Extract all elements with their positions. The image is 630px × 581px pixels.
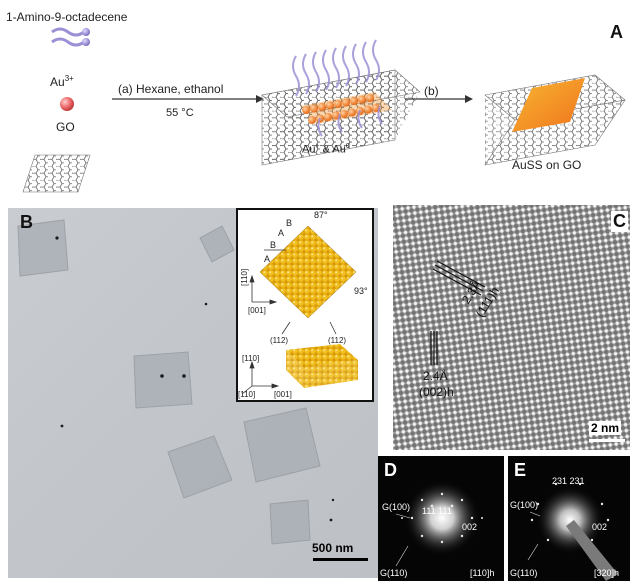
diffraction-pattern-d bbox=[395, 480, 483, 567]
go-sheet-left bbox=[22, 154, 91, 193]
lattice-markers bbox=[430, 260, 486, 365]
inset-axis-001b: [001] bbox=[274, 390, 292, 399]
molecule-label: 1-Amino-9-octadecene bbox=[6, 10, 128, 24]
au-ion-charge: 3+ bbox=[64, 74, 74, 83]
e-g110: G(110) bbox=[510, 568, 538, 578]
au-ion-label: Au3+ bbox=[50, 74, 74, 89]
e-zone: [320]h bbox=[594, 568, 620, 578]
d-spots: 111 111 bbox=[422, 506, 452, 516]
au-ion-text: Au bbox=[50, 75, 65, 89]
e-g100: G(100) bbox=[510, 500, 539, 510]
inset-stack-b1: B bbox=[270, 240, 277, 250]
e-002: 002 bbox=[592, 522, 608, 532]
d-002: 002 bbox=[462, 522, 478, 532]
panel-e-letter: E bbox=[514, 460, 527, 480]
inset-stack-a2: A bbox=[278, 228, 285, 238]
step-b-label: (b) bbox=[424, 84, 439, 98]
ligand-molecules bbox=[51, 27, 90, 47]
c-spacing-2: 2.4Å bbox=[423, 369, 448, 383]
inset-plane-2: (112) bbox=[328, 336, 347, 345]
intermediate-sup1: + bbox=[315, 143, 320, 150]
inset-axis-110b: [110] bbox=[242, 354, 260, 363]
diffraction-pattern-e bbox=[527, 482, 618, 581]
c-plane-2: (002)h bbox=[419, 385, 454, 399]
panel-a-letter: A bbox=[610, 22, 623, 42]
step-a-label: (a) Hexane, ethanol bbox=[118, 82, 224, 96]
au-ion-sphere bbox=[60, 97, 74, 111]
panel-d-diffraction: D G(100) 111 111 002 G(110) [110]h bbox=[378, 456, 504, 581]
d-g110: G(110) bbox=[380, 568, 408, 578]
scale-label-c: 2 nm bbox=[589, 421, 622, 435]
intermediate-au2: Au bbox=[332, 143, 346, 156]
panel-e-diffraction: E 231 231 G(100) 002 G(110) [320]h bbox=[508, 456, 630, 581]
intermediate-au1: Au bbox=[302, 143, 316, 156]
panel-c-hrtem-image: C 2.3Å (111)h 2.4Å (002)h 2 nm bbox=[393, 205, 630, 450]
panel-a-scheme bbox=[22, 27, 626, 193]
intermediate-label: Au+ & Au0 bbox=[302, 143, 350, 156]
scale-bar-c bbox=[589, 439, 625, 442]
panel-b-letter: B bbox=[20, 212, 33, 232]
temperature-label: 55 °C bbox=[166, 107, 194, 119]
inset-plane-1: (112) bbox=[270, 336, 289, 345]
inset-angle-top: 87° bbox=[314, 210, 328, 220]
go-label: GO bbox=[56, 120, 75, 134]
inset-axis-001: [001] bbox=[248, 306, 266, 315]
scale-label-b: 500 nm bbox=[312, 541, 354, 555]
inset-crystal-model bbox=[241, 225, 358, 395]
d-zone: [110]h bbox=[470, 568, 495, 578]
panel-b-inset: 87° 93° A B A B [110] [001] (112) (112) … bbox=[236, 208, 374, 402]
nanosheet-particles bbox=[17, 219, 335, 545]
e-spots: 231 231 bbox=[552, 476, 585, 486]
panel-d-letter: D bbox=[384, 460, 397, 480]
panel-c-letter: C bbox=[611, 211, 628, 232]
inset-angle-right: 93° bbox=[354, 286, 368, 296]
inset-stack-b2: B bbox=[286, 218, 293, 228]
crystal-top-view bbox=[259, 225, 357, 319]
d-g100: G(100) bbox=[382, 502, 411, 512]
gold-nanosheet bbox=[512, 78, 585, 132]
ligand-brush bbox=[292, 39, 383, 137]
intermediate-sup2: 0 bbox=[345, 143, 350, 150]
intermediate-amp: & bbox=[322, 143, 330, 156]
inset-axis-110c: [110] bbox=[238, 390, 256, 399]
scale-bar-b bbox=[313, 558, 368, 561]
inset-stack-a1: A bbox=[264, 254, 271, 264]
final-label: AuSS on GO bbox=[512, 158, 582, 172]
crystal-side-view bbox=[286, 344, 358, 368]
inset-axis-110: [110] bbox=[240, 268, 249, 286]
